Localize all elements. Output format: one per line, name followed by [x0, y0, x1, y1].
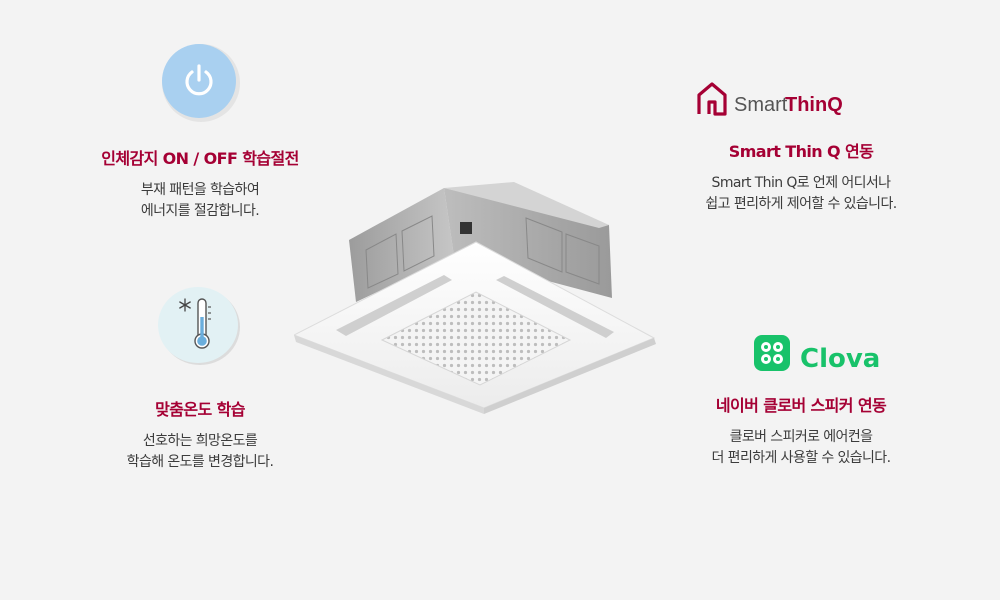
- feature-occupancy-desc-line2: 에너지를 절감합니다.: [140, 203, 260, 219]
- power-icon-badge: [162, 44, 240, 122]
- snowflake-icon: [179, 298, 191, 312]
- feature-temperature-title: 맞춤온도 학습: [155, 400, 245, 419]
- feature-thinq-title: Smart Thin Q 연동: [728, 142, 874, 161]
- clova-logo-text: Clova: [800, 344, 880, 374]
- clova-icon: [754, 335, 790, 371]
- feature-temperature-desc-line1: 선호하는 희망온도를: [142, 433, 258, 449]
- feature-occupancy-title: 인체감지 ON / OFF 학습절전: [101, 149, 299, 168]
- feature-temperature: 맞춤온도 학습 선호하는 희망온도를 학습해 온도를 변경합니다.: [60, 396, 340, 473]
- feature-thinq: Smart Thin Q 연동 Smart Thin Q로 언제 어디서나 쉽고…: [656, 138, 946, 215]
- feature-clova: 네이버 클로버 스피커 연동 클로버 스피커로 에어컨을 더 편리하게 사용할 …: [656, 392, 946, 469]
- feature-occupancy-desc: 부재 패턴을 학습하여 에너지를 절감합니다.: [60, 180, 340, 222]
- feature-occupancy: 인체감지 ON / OFF 학습절전 부재 패턴을 학습하여 에너지를 절감합니…: [60, 145, 340, 222]
- feature-temperature-desc: 선호하는 희망온도를 학습해 온도를 변경합니다.: [60, 431, 340, 473]
- power-icon: [162, 44, 236, 118]
- thermometer-snowflake-icon: [158, 287, 238, 363]
- smart-thinq-logo-smart: Smart: [734, 94, 788, 116]
- thermometer-icon-badge: [158, 287, 242, 363]
- home-icon: [697, 82, 727, 116]
- feature-thinq-desc-line1: Smart Thin Q로 언제 어디서나: [711, 175, 892, 191]
- feature-temperature-desc-line2: 학습해 온도를 변경합니다.: [126, 454, 274, 470]
- feature-occupancy-desc-line1: 부재 패턴을 학습하여: [140, 182, 260, 198]
- clova-logo: Clova: [754, 335, 880, 374]
- feature-thinq-desc-line2: 쉽고 편리하게 제어할 수 있습니다.: [705, 196, 897, 212]
- feature-clova-desc-line1: 클로버 스피커로 에어컨을: [729, 429, 873, 445]
- feature-clova-title: 네이버 클로버 스피커 연동: [715, 396, 887, 415]
- ceiling-cassette-air-conditioner-image: [294, 182, 656, 414]
- feature-clova-desc: 클로버 스피커로 에어컨을 더 편리하게 사용할 수 있습니다.: [656, 427, 946, 469]
- smart-thinq-logo-thinq: ThinQ: [785, 94, 843, 116]
- feature-clova-desc-line2: 더 편리하게 사용할 수 있습니다.: [711, 450, 891, 466]
- smart-thinq-logo: Smart ThinQ: [697, 82, 843, 116]
- feature-thinq-desc: Smart Thin Q로 언제 어디서나 쉽고 편리하게 제어할 수 있습니다…: [656, 173, 946, 215]
